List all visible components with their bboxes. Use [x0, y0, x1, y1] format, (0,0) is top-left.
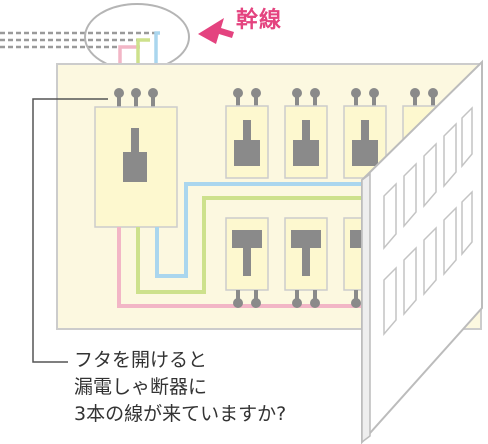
breaker-terminal-stem-2 — [134, 97, 138, 107]
terminal-stem — [254, 290, 258, 300]
terminal — [351, 298, 361, 308]
panel-door — [361, 59, 483, 444]
vent-slot — [461, 106, 473, 169]
terminal — [428, 88, 438, 98]
switch-lever — [361, 120, 369, 144]
terminal — [233, 298, 243, 308]
feed-wire-blue — [154, 31, 160, 64]
branch-breaker-top-2 — [284, 88, 328, 179]
branch-breaker-bottom-2 — [284, 217, 328, 308]
terminal-stem — [313, 97, 317, 107]
feed-wires — [118, 31, 160, 64]
breaker-terminal-3 — [148, 88, 158, 98]
terminal-stem — [354, 97, 358, 107]
vent-slot — [383, 182, 397, 251]
question-line-1: フタを開けると — [74, 349, 208, 371]
terminal — [310, 88, 320, 98]
terminal-stem — [313, 290, 317, 300]
vent-slot — [443, 122, 457, 189]
callout-arrow-icon — [198, 18, 234, 44]
terminal — [251, 88, 261, 98]
terminal — [233, 88, 243, 98]
switch-lever — [302, 120, 310, 144]
vent-slot — [461, 190, 473, 257]
terminal-stem — [413, 97, 417, 107]
vent-slot — [383, 266, 397, 337]
breaker-terminal-stem-1 — [117, 97, 121, 107]
switch-base — [234, 140, 260, 166]
breaker-switch-base — [123, 152, 147, 182]
switch-lever — [243, 246, 251, 276]
vent-slot — [403, 246, 417, 317]
internal-wires — [117, 182, 370, 308]
branch-breaker-top-1 — [225, 88, 269, 179]
internal-wire-blue — [155, 182, 370, 278]
terminal — [310, 298, 320, 308]
earth-leakage-breaker — [94, 88, 178, 228]
vent-slot — [403, 162, 417, 229]
switch-lever — [302, 246, 310, 276]
terminal-stem — [295, 97, 299, 107]
door-vent-slots-upper — [383, 106, 473, 251]
switch-lever — [243, 120, 251, 144]
terminal — [369, 88, 379, 98]
question-line-3: 3本の線が来ていますか? — [74, 403, 287, 425]
question-line-2: 漏電しゃ断器に — [74, 376, 208, 398]
breaker-terminal-2 — [131, 88, 141, 98]
main-line-label: 幹線 — [236, 8, 283, 33]
branch-breaker-bottom-1 — [225, 217, 269, 308]
switch-base — [352, 140, 378, 166]
terminal — [351, 88, 361, 98]
feed-wire-green — [136, 38, 150, 64]
terminal-stem — [354, 290, 358, 300]
incoming-main-lines — [0, 31, 160, 49]
terminal-stem — [236, 290, 240, 300]
terminal — [410, 88, 420, 98]
internal-wire-green — [136, 196, 370, 294]
breaker-switch-lever — [131, 128, 139, 156]
leader-line — [32, 98, 108, 363]
switch-base — [293, 140, 319, 166]
inspection-question: フタを開けると 漏電しゃ断器に 3本の線が来ていますか? — [74, 347, 286, 428]
terminal — [292, 298, 302, 308]
terminal-stem — [236, 97, 240, 107]
vent-slot — [423, 142, 437, 209]
terminal — [251, 298, 261, 308]
terminal — [292, 88, 302, 98]
breaker-terminal-1 — [114, 88, 124, 98]
terminal-stem — [295, 290, 299, 300]
door-vent-slots-lower — [383, 190, 473, 337]
terminal-stem — [254, 97, 258, 107]
feed-wire-pink — [118, 45, 140, 64]
switch-base — [291, 230, 321, 248]
internal-wire-pink — [117, 227, 370, 308]
panel-door-edge — [361, 172, 371, 444]
terminal-stem — [372, 97, 376, 107]
terminal-stem — [431, 97, 435, 107]
breaker-terminal-stem-3 — [151, 97, 155, 107]
vent-slot — [443, 206, 457, 277]
switch-base — [232, 230, 262, 248]
vent-slot — [423, 226, 437, 297]
